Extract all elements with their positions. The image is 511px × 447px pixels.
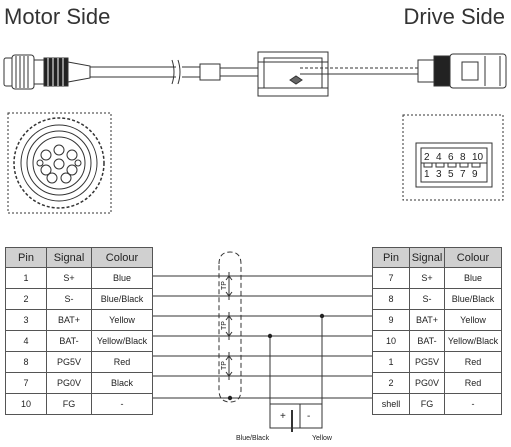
colour-cell: Yellow/Black [444,330,502,352]
drive-connector-pin-numbers: 2 4 6 8 10 1 3 5 7 9 [424,152,484,180]
battery-left-wire-label: Blue/Black [236,435,270,442]
pin-cell: 1 [372,351,410,373]
pin-cell: 4 [5,330,47,352]
signal-cell: FG [409,393,445,415]
colour-cell: Blue [91,267,153,289]
pin-cell: 2 [5,288,47,310]
wire-junction-dots [227,313,325,401]
header-colour: Colour [91,247,153,268]
motor-connector-face [7,112,112,214]
colour-cell: Yellow [444,309,502,331]
drive-pin-10: 10 [472,152,484,163]
signal-cell: S+ [409,267,445,289]
drive-pin-5: 5 [448,169,454,180]
drive-side-title: Drive Side [403,4,505,29]
signal-cell: BAT+ [46,309,92,331]
colour-cell: - [91,393,153,415]
colour-cell: Red [444,372,502,394]
battery-box [269,403,323,429]
colour-cell: Blue [444,267,502,289]
header-signal: Signal [409,247,445,268]
drive-pin-4: 4 [436,152,442,163]
signal-cell: S- [409,288,445,310]
battery-labels: + - [280,411,310,422]
colour-cell: Black [91,372,153,394]
header-pin: Pin [5,247,47,268]
motor-connector-icon [3,54,91,90]
header-signal: Signal [46,247,92,268]
wiring-lines [152,251,372,432]
cable-illustration [3,51,507,97]
battery-minus-label: - [307,411,310,422]
pin-cell: 8 [5,351,47,373]
colour-cell: Yellow/Black [91,330,153,352]
drive-pin-8: 8 [460,152,466,163]
battery-right-wire-label: Yellow [312,435,333,442]
header-pin: Pin [372,247,410,268]
colour-cell: - [444,393,502,415]
signal-cell: S- [46,288,92,310]
drive-pin-6: 6 [448,152,454,163]
signal-cell: S+ [46,267,92,289]
shield-outline [218,251,242,403]
drive-connector-face [402,114,504,201]
twisted-pair-labels: TP TP TP [221,281,228,370]
drive-pin-1: 1 [424,169,430,180]
drive-pin-2: 2 [424,152,430,163]
table-header-row: Pin Signal Colour [5,247,153,268]
signal-cell: BAT- [409,330,445,352]
table-header-row: Pin Signal Colour [372,247,502,268]
pin-cell: 10 [372,330,410,352]
signal-cell: PG5V [46,351,92,373]
battery-plus-label: + [280,411,286,422]
pin-cell: 1 [5,267,47,289]
pin-cell: 7 [5,372,47,394]
signal-cell: BAT- [46,330,92,352]
tp-label-3: TP [221,361,228,370]
pin-cell: 7 [372,267,410,289]
colour-cell: Blue/Black [91,288,153,310]
colour-cell: Blue/Black [444,288,502,310]
pin-cell: 2 [372,372,410,394]
signal-cell: BAT+ [409,309,445,331]
colour-cell: Red [91,351,153,373]
pin-cell: 10 [5,393,47,415]
battery-wire-labels: Blue/Black Yellow [236,435,333,442]
signal-cell: PG5V [409,351,445,373]
drive-pin-3: 3 [436,169,442,180]
pin-cell: 9 [372,309,410,331]
pin-cell: shell [372,393,410,415]
drive-connector-icon [433,53,507,89]
pin-cell: 3 [5,309,47,331]
motor-side-title: Motor Side [4,4,111,29]
colour-cell: Red [444,351,502,373]
tp-label-2: TP [221,321,228,330]
signal-cell: PG0V [46,372,92,394]
header-colour: Colour [444,247,502,268]
pin-cell: 8 [372,288,410,310]
tp-label-1: TP [221,281,228,290]
drive-pin-9: 9 [472,169,478,180]
colour-cell: Yellow [91,309,153,331]
drive-pin-7: 7 [460,169,466,180]
signal-cell: PG0V [409,372,445,394]
signal-cell: FG [46,393,92,415]
